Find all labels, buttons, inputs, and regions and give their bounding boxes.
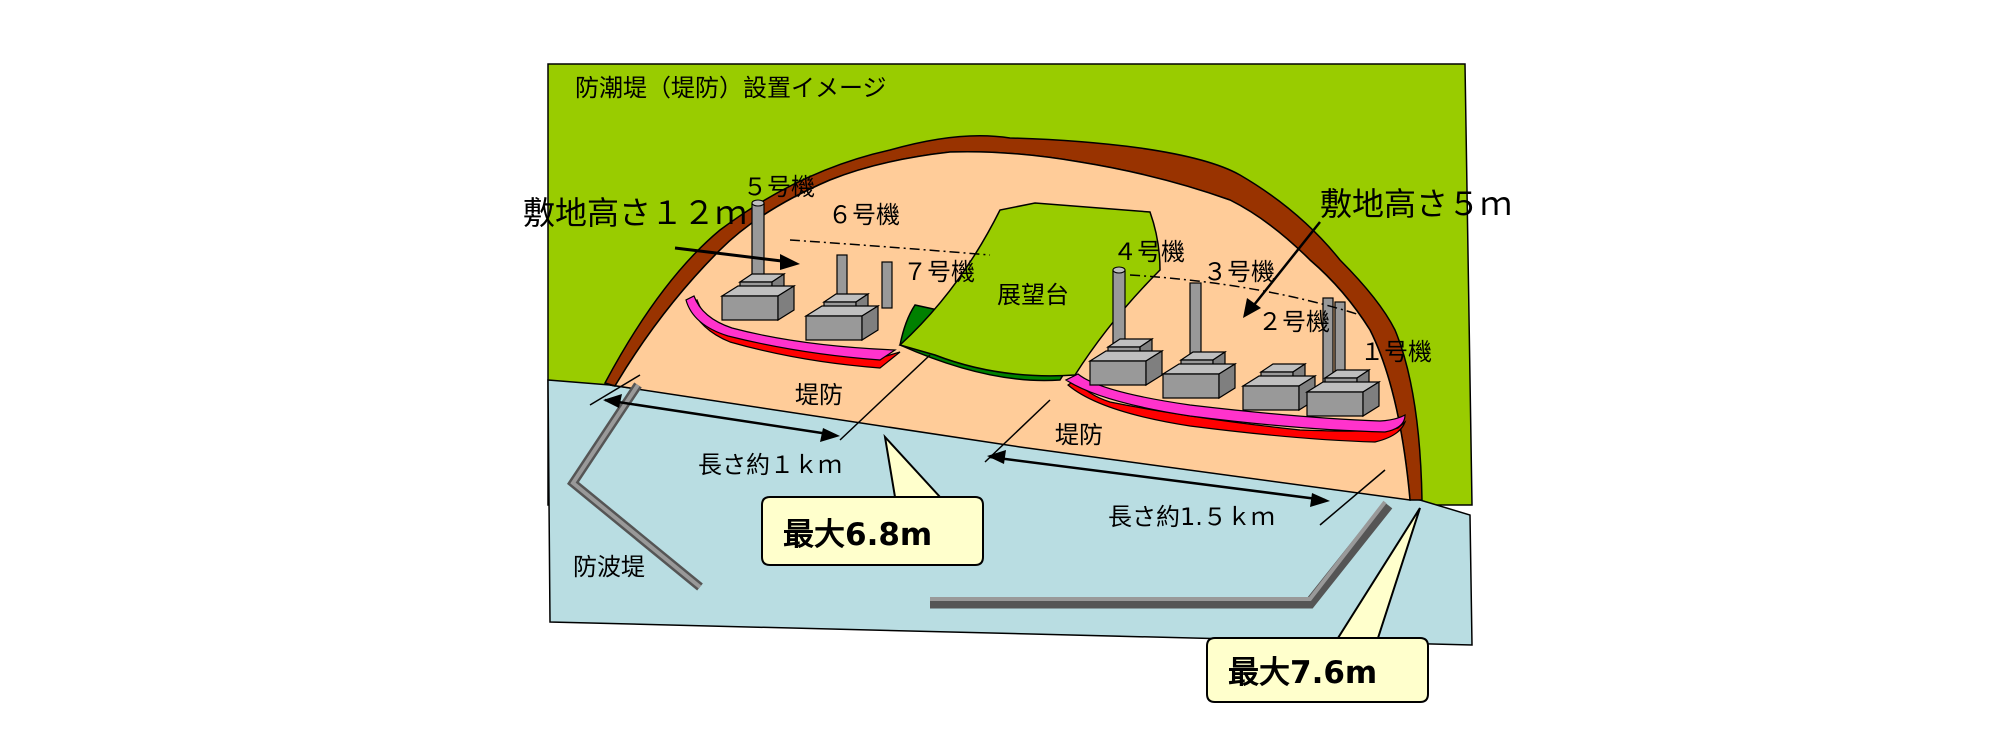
unit-1-label: １号機 [1360, 338, 1432, 366]
callout-max-left-box [761, 433, 984, 566]
site-height-left-label: 敷地高さ１２ｍ [523, 194, 747, 232]
length-right-label: 長さ約1.５ｋｍ [1108, 503, 1275, 531]
diagram-title: 防潮堤（堤防）設置イメージ [575, 74, 887, 102]
max-height-left-label: 最大6.8m [783, 517, 932, 553]
unit-7-label: ７号機 [903, 258, 975, 286]
breakwater-right [930, 501, 1393, 609]
unit-5-label: ５号機 [743, 173, 815, 201]
max-height-right-label: 最大7.6m [1228, 655, 1377, 691]
unit-3-building [1162, 282, 1236, 399]
embankment-wall-left-top [685, 295, 897, 361]
embankment-left-label: 堤防 [795, 381, 843, 409]
unit-4-label: ４号機 [1113, 238, 1185, 266]
unit-1-building [1306, 297, 1380, 417]
unit-5-building [721, 199, 795, 321]
unit-line-right [1129, 274, 1361, 316]
unit-6-building [805, 254, 893, 341]
unit-4-building [1089, 266, 1163, 386]
observation-deck-top [898, 202, 1161, 377]
breakwater-label: 防波堤 [573, 553, 645, 581]
unit-6-label: ６号機 [828, 201, 900, 229]
callout-max-right-box [1206, 507, 1429, 703]
unit-3-label: ３号機 [1203, 258, 1275, 286]
embankment-right-label: 堤防 [1055, 421, 1103, 449]
embankment-wall-right-top [1064, 373, 1406, 433]
length-left-label: 長さ約１ｋｍ [698, 451, 842, 479]
site-height-right-label: 敷地高さ５ｍ [1320, 185, 1512, 223]
embankment-wall-right [1067, 379, 1407, 443]
unit-2-label: ２号機 [1258, 308, 1330, 336]
unit-line-left [789, 239, 991, 256]
observation-deck-label: 展望台 [997, 281, 1069, 309]
